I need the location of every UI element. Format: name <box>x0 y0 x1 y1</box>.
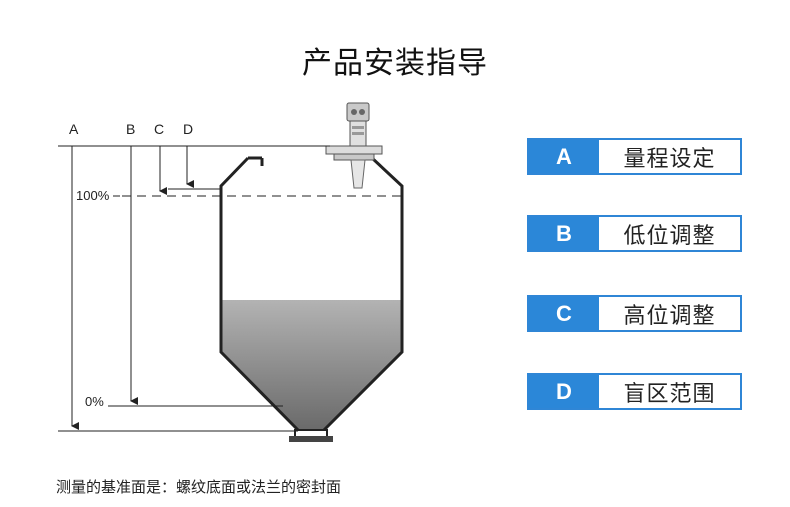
radar-sensor <box>346 102 370 189</box>
label-c: C <box>154 121 164 137</box>
legend-item-b: B 低位调整 <box>527 215 742 252</box>
legend-label: 量程设定 <box>623 146 716 172</box>
label-b: B <box>126 121 135 137</box>
label-d: D <box>183 121 193 137</box>
legend-key: A <box>529 140 599 173</box>
legend-item-a: A 量程设定 <box>527 138 742 175</box>
liquid-fill <box>221 300 402 430</box>
legend-item-d: D 盲区范围 <box>527 373 742 410</box>
legend-label: 高位调整 <box>623 303 716 329</box>
label-100-percent: 100% <box>76 188 110 203</box>
tank-outlet <box>294 429 328 438</box>
page-title: 产品安装指导 <box>302 46 488 81</box>
legend-key: D <box>529 375 599 408</box>
legend-key: C <box>529 297 599 330</box>
footnote: 测量的基准面是：螺纹底面或法兰的密封面 <box>56 478 342 496</box>
legend-label: 盲区范围 <box>623 381 716 407</box>
legend-label: 低位调整 <box>623 223 716 249</box>
label-0-percent: 0% <box>85 394 104 409</box>
flange <box>325 145 383 155</box>
tank-outline <box>219 156 404 432</box>
legend-item-c: C 高位调整 <box>527 295 742 332</box>
label-a: A <box>69 121 79 137</box>
legend-key: B <box>529 217 599 250</box>
